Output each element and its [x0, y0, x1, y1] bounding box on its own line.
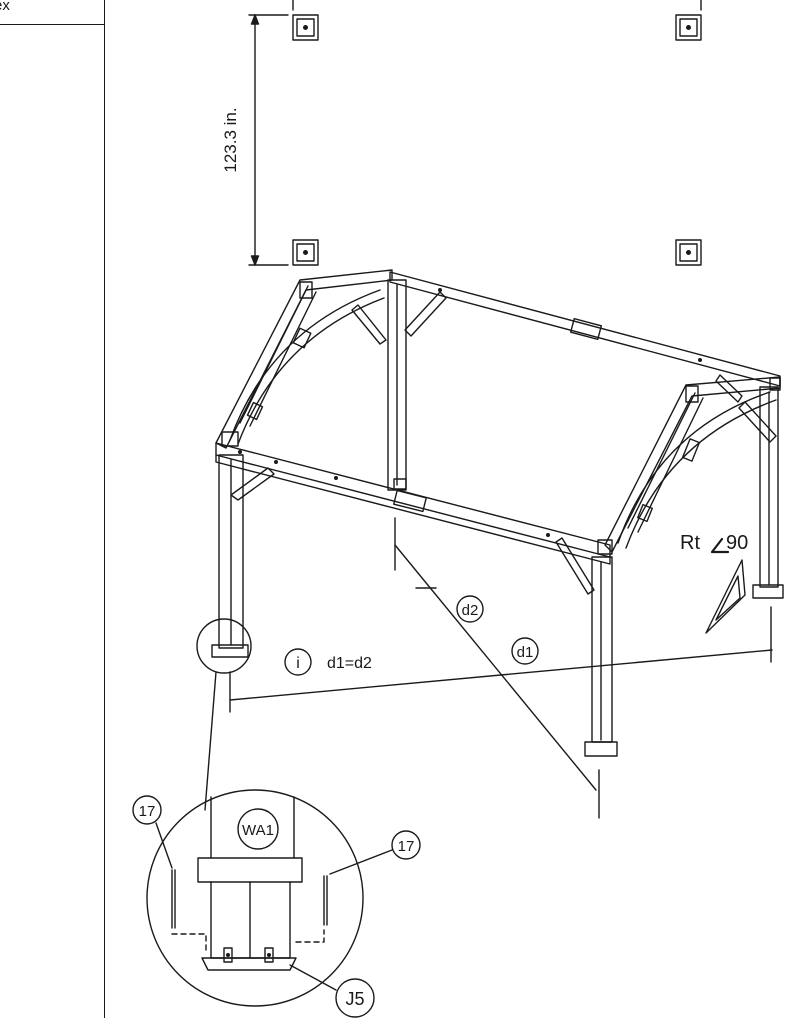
info-icon-glyph: i [296, 655, 300, 672]
angle-prefix: Rt [680, 532, 700, 554]
d1-label: d1 [517, 644, 534, 661]
left-arch [215, 269, 447, 449]
post-back-left [387, 279, 407, 491]
back-beam [389, 271, 781, 387]
base-plate [201, 957, 297, 971]
bracket-collar [197, 857, 303, 883]
part-17-left-label: 17 [139, 803, 156, 820]
d2-callout: d2 [456, 595, 484, 623]
footing-plate-bottom-right [675, 239, 702, 266]
sidebar-label: ex [0, 0, 10, 14]
d2-label: d2 [462, 602, 479, 619]
j5-label: J5 [345, 989, 364, 1009]
detail-view: 17 17 WA1 J5 [132, 789, 421, 1018]
detail-marker-circle [196, 618, 252, 674]
dimension-label: 123.3 in. [221, 107, 240, 172]
left-sidebar-panel: ex [0, 0, 105, 1018]
dimension-line [248, 14, 289, 266]
post-front-left [211, 454, 275, 658]
angle-icon [710, 537, 730, 554]
footing-plan: 123.3 in. [221, 0, 702, 266]
note-text: d1=d2 [327, 655, 372, 672]
post-back-right [752, 386, 784, 599]
diagonal-measurements [229, 517, 773, 819]
footing-plate-bottom-left [292, 239, 319, 266]
wa1-label: WA1 [242, 822, 274, 839]
sidebar-header: ex [0, 0, 104, 25]
info-icon [284, 648, 312, 676]
footing-plate-top-right [675, 14, 702, 41]
angle-value: 90 [726, 532, 748, 554]
d1-callout: d1 [511, 637, 539, 665]
right-angle-indicator: Rt 90 [680, 532, 748, 634]
footing-plate-top-left [292, 14, 319, 41]
info-note: i d1=d2 [284, 648, 372, 676]
detail-circle [146, 789, 364, 1007]
part-17-right-label: 17 [398, 838, 415, 855]
right-arch [604, 374, 781, 553]
front-beam [215, 442, 611, 565]
detail-leader [204, 671, 217, 811]
post-front-right [555, 537, 618, 757]
gazebo-frame [211, 269, 784, 757]
set-square-icon [705, 559, 746, 634]
